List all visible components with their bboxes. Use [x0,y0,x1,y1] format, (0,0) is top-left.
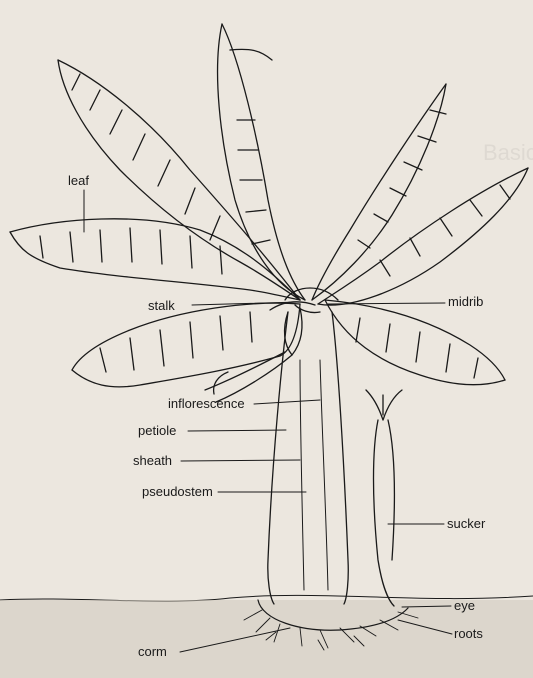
pseudostem-sheath-line [320,360,328,590]
label-midrib: midrib [448,295,483,309]
label-sucker: sucker [447,517,485,531]
inflorescence-bud [205,308,302,402]
label-pseudostem: pseudostem [142,485,213,499]
sucker-shoot [366,390,402,606]
leaf-far-left [10,219,300,300]
label-stalk: stalk [148,299,175,313]
label-roots: roots [454,627,483,641]
leader-sheath [181,460,300,461]
label-eye: eye [454,599,475,613]
label-inflorescence: inflorescence [168,397,245,411]
label-sheath: sheath [133,454,172,468]
leader-midrib [328,303,445,304]
label-corm: corm [138,645,167,659]
leaf-lower-right [325,300,505,385]
leaf-right [318,168,528,305]
pseudostem-sheath-line [300,360,304,590]
leader-petiole [188,430,286,431]
leader-inflorescence [254,400,320,404]
label-leaf: leaf [68,174,89,188]
leaf-top-center [218,24,305,300]
leaf-upper-left [58,60,300,300]
leaf-top-right [312,84,446,300]
label-petiole: petiole [138,424,176,438]
